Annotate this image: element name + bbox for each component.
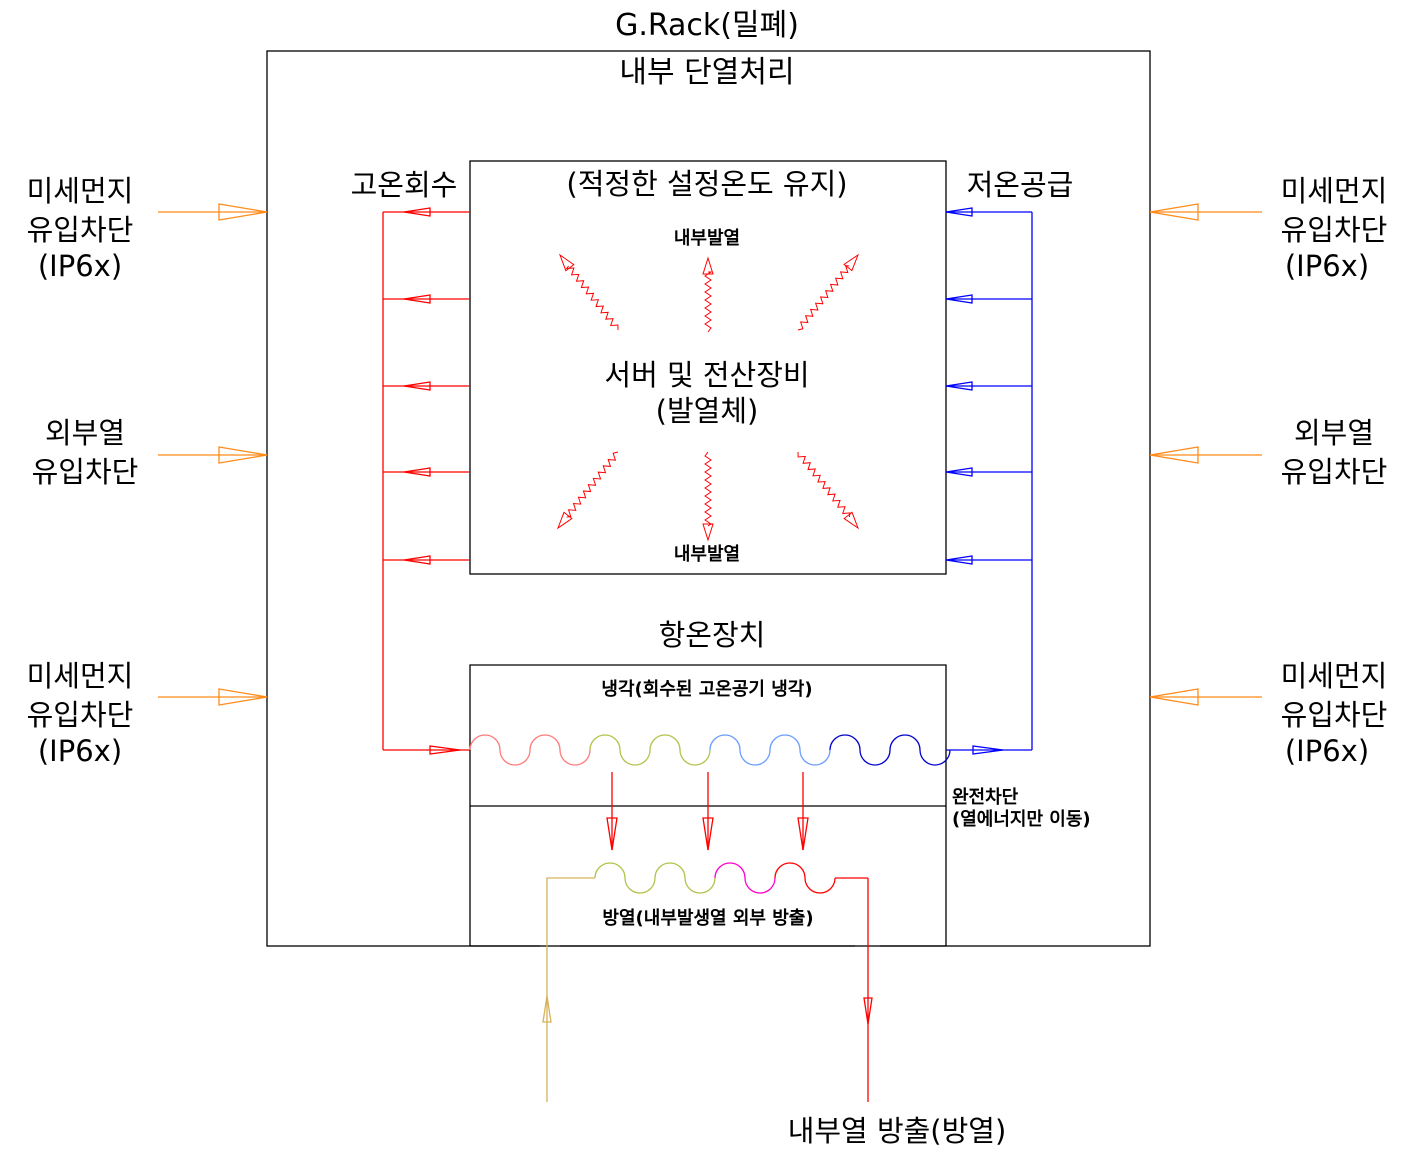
heat-arrows: [556, 253, 860, 542]
hot-return-loop: [382, 207, 470, 755]
open-arrowhead-icon: [972, 745, 1004, 755]
open-arrowhead-icon: [797, 817, 809, 851]
rack-insulation-label: 내부 단열처리: [619, 55, 794, 90]
open-arrowhead-icon: [945, 555, 973, 565]
cooling-coil: [469, 734, 951, 766]
heat-transfer-arrows: [606, 772, 809, 851]
radiation-label: 방열(내부발생열 외부 방출): [602, 908, 813, 929]
open-arrowhead-icon: [542, 995, 552, 1023]
open-arrowhead-icon: [945, 207, 973, 217]
coil-segment: [469, 734, 531, 766]
wavy-heat-arrow-icon: [843, 511, 860, 530]
coil-segment: [589, 734, 651, 766]
heat-wave-line: [704, 271, 713, 333]
heat-top-label: 내부발열: [674, 228, 740, 249]
server-heater-label: (발열체): [656, 394, 759, 428]
coil-segment: [714, 862, 776, 894]
intake-pipe: [546, 877, 595, 1102]
coil-segment: [829, 734, 891, 766]
right-label-2-line1: 외부열: [1294, 416, 1374, 450]
radiation-coil: [594, 862, 868, 894]
external-block-arrows: [158, 203, 1262, 706]
server-box: [469, 160, 947, 575]
open-arrowhead-icon: [403, 294, 431, 304]
right-label-2-line2: 유입차단: [1281, 455, 1388, 489]
heat-wave-line: [797, 265, 850, 331]
open-arrowhead-icon: [1149, 446, 1199, 464]
coil-segment: [709, 734, 771, 766]
open-arrowhead-icon: [403, 467, 431, 477]
right-label-3-line1: 미세먼지: [1281, 659, 1388, 693]
coil-segment: [889, 734, 951, 766]
heat-bottom-label: 내부발열: [674, 544, 740, 565]
thermostat-label: 항온장치: [659, 618, 766, 652]
left-label-3-line2: 유입차단: [27, 698, 134, 732]
heat-wave-line: [704, 451, 712, 527]
right-label-1-line1: 미세먼지: [1281, 174, 1388, 208]
open-arrowhead-icon: [218, 203, 268, 221]
left-label-1-line2: 유입차단: [27, 213, 134, 247]
left-label-1-line3: (IP6x): [38, 249, 122, 283]
open-arrowhead-icon: [702, 817, 714, 851]
heat-wave-line: [565, 265, 619, 331]
open-arrowhead-icon: [945, 467, 973, 477]
separator-label-line1: 완전차단: [952, 787, 1019, 808]
coil-segment: [594, 862, 656, 894]
open-arrowhead-icon: [1149, 688, 1199, 706]
setpoint-label: (적정한 설정온도 유지): [566, 167, 847, 201]
left-label-2-line2: 유입차단: [32, 455, 139, 489]
exhaust-pipes: [542, 877, 873, 1102]
left-label-2-line1: 외부열: [45, 416, 125, 450]
wavy-heat-arrow-icon: [843, 253, 860, 272]
right-label-1-line3: (IP6x): [1285, 249, 1369, 283]
separator-label-line2: (열에너지만 이동): [952, 809, 1091, 830]
cooling-label: 냉각(회수된 고온공기 냉각): [601, 679, 812, 700]
coil-segment: [529, 734, 591, 766]
left-label-1-line1: 미세먼지: [27, 174, 134, 208]
open-arrowhead-icon: [429, 745, 461, 755]
left-label-3-line3: (IP6x): [38, 734, 122, 768]
open-arrowhead-icon: [945, 381, 973, 391]
wavy-heat-arrow-icon: [702, 523, 714, 542]
left-side-labels: 미세먼지 유입차단 (IP6x) 외부열 유입차단 미세먼지 유입차단 (IP6…: [27, 174, 139, 768]
open-arrowhead-icon: [218, 688, 268, 706]
coil-segment: [769, 734, 831, 766]
right-side-labels: 미세먼지 유입차단 (IP6x) 외부열 유입차단 미세먼지 유입차단 (IP6…: [1281, 174, 1388, 768]
right-label-3-line3: (IP6x): [1285, 734, 1369, 768]
coil-segment: [649, 734, 711, 766]
coil-segment: [774, 862, 836, 894]
open-arrowhead-icon: [403, 555, 431, 565]
wavy-heat-arrow-icon: [702, 256, 714, 275]
cold-supply-label: 저온공급: [967, 168, 1074, 202]
exhaust-label: 내부열 방출(방열): [788, 1114, 1007, 1148]
open-arrowhead-icon: [1149, 203, 1199, 221]
right-label-1-line2: 유입차단: [1281, 213, 1388, 247]
open-arrowhead-icon: [945, 294, 973, 304]
open-arrowhead-icon: [403, 381, 431, 391]
heat-wave-line: [797, 451, 851, 518]
coil-segment: [654, 862, 716, 894]
diagram-title: G.Rack(밀폐): [615, 8, 799, 43]
open-arrowhead-icon: [606, 817, 618, 851]
cold-supply-loop: [945, 207, 1033, 755]
wavy-heat-arrow-icon: [556, 511, 573, 530]
open-arrowhead-icon: [218, 446, 268, 464]
left-label-3-line1: 미세먼지: [27, 659, 134, 693]
hot-return-label: 고온회수: [351, 168, 458, 202]
wavy-heat-arrow-icon: [558, 253, 575, 272]
right-label-3-line2: 유입차단: [1281, 698, 1388, 732]
open-arrowhead-icon: [403, 207, 431, 217]
heat-wave-line: [566, 451, 619, 518]
server-name-label: 서버 및 전산장비: [604, 358, 809, 392]
open-arrowhead-icon: [863, 997, 873, 1025]
